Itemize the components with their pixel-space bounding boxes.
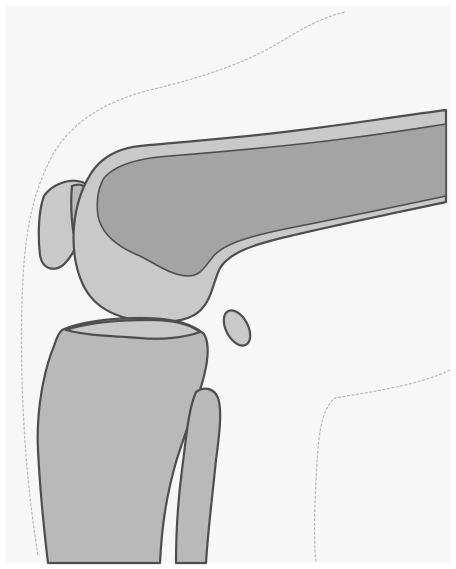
diagram-frame bbox=[0, 0, 456, 569]
knee-anatomy-diagram bbox=[0, 0, 456, 569]
